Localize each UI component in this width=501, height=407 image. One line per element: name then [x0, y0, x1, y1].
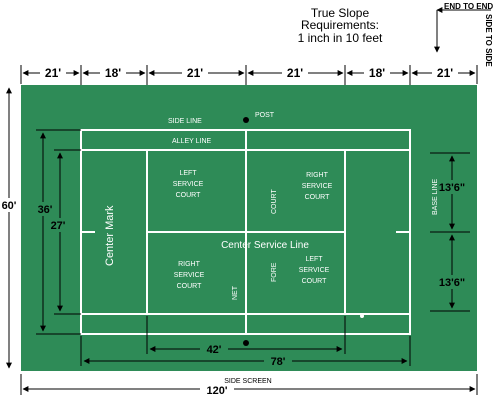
court-vertical-label: COURT — [271, 189, 278, 214]
outer-width-dimension: 120' — [20, 374, 478, 397]
dim-13-6-upper: 13'6" — [439, 182, 465, 194]
court-label-line: SERVICE — [302, 183, 333, 190]
side-marker-right — [360, 314, 364, 318]
court-label-line: SERVICE — [173, 181, 204, 188]
left-service-court-top: LEFT SERVICE COURT — [173, 170, 204, 199]
side-to-side-label: SIDE TO SIDE — [484, 14, 493, 67]
post-label: POST — [255, 112, 275, 119]
court-label-line: SERVICE — [174, 272, 205, 279]
title-line-3: 1 inch in 10 feet — [298, 31, 383, 45]
center-service-line-label: Center Service Line — [221, 240, 309, 251]
back-screen-label: BACK SCREEN — [484, 210, 491, 260]
court-surface — [21, 85, 477, 371]
dim-backcourt-right: 18' — [369, 66, 385, 80]
dim-service-left: 21' — [187, 66, 203, 80]
court-label-line: LEFT — [179, 170, 197, 177]
dim-36: 36' — [38, 204, 53, 216]
court-label-line: RIGHT — [178, 261, 201, 268]
right-service-court-top: RIGHT SERVICE COURT — [302, 172, 333, 201]
court-label-line: COURT — [176, 192, 201, 199]
right-dimensions — [430, 152, 470, 312]
end-to-end-label: END TO END — [444, 2, 493, 11]
base-line-label: BASE LINE — [432, 178, 439, 215]
center-mark-label: Center Mark — [104, 205, 116, 266]
fore-vertical-label: FORE — [271, 262, 278, 282]
court-label-line: COURT — [302, 278, 327, 285]
court-label-line: RIGHT — [306, 172, 329, 179]
left-service-court-bottom: LEFT SERVICE COURT — [299, 256, 330, 285]
dim-78: 78' — [271, 356, 286, 368]
court-lines — [80, 129, 411, 335]
dim-27: 27' — [51, 220, 66, 232]
right-service-court-bottom: RIGHT SERVICE COURT — [174, 261, 205, 290]
dim-alley-left: 21' — [45, 66, 61, 80]
court-label-line: SERVICE — [299, 267, 330, 274]
dim-42: 42' — [207, 344, 222, 356]
side-line-label: SIDE LINE — [168, 118, 202, 125]
dim-13-6-lower: 13'6" — [439, 277, 465, 289]
slope-direction-indicator: END TO END SIDE TO SIDE — [434, 2, 493, 67]
dim-outer-width: 120' — [207, 385, 228, 397]
dim-outer-height: 60' — [2, 200, 17, 212]
court-label-line: LEFT — [305, 256, 323, 263]
court-label-line: COURT — [177, 283, 202, 290]
top-dimension-labels: 21' 18' 21' 21' 18' 21' — [40, 65, 458, 80]
bottom-dimensions — [80, 316, 411, 366]
side-screen-label: SIDE SCREEN — [224, 378, 271, 385]
post-bottom — [243, 340, 249, 346]
net-vertical-label: NET — [232, 285, 239, 300]
dim-service-right: 21' — [287, 66, 303, 80]
dim-backcourt-left: 18' — [105, 66, 121, 80]
court-label-line: COURT — [305, 194, 330, 201]
post-top — [243, 117, 249, 123]
alley-line-label: ALLEY LINE — [172, 138, 212, 145]
title-line-1: True Slope — [311, 6, 370, 20]
dim-alley-right: 21' — [437, 66, 453, 80]
outer-height-dimension: 60' — [1, 87, 19, 369]
title-line-2: Requirements: — [301, 18, 379, 32]
